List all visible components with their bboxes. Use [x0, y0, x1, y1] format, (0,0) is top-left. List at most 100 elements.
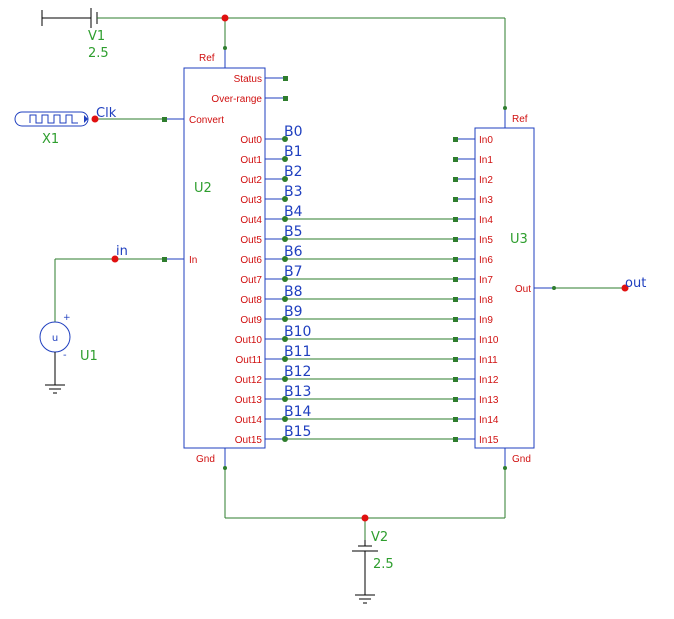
u2-out-pin-label: Out9 — [240, 315, 262, 326]
u3-in-pin-label: In8 — [479, 295, 493, 306]
u2-out-pin-label: Out13 — [235, 395, 263, 406]
u2-gnd-label: Gnd — [196, 454, 215, 465]
u3-in-pin-label: In14 — [479, 415, 499, 426]
ref-node-u2 — [223, 46, 227, 50]
bus-label: B8 — [284, 284, 303, 300]
out-node — [621, 284, 629, 292]
in-pin-node — [162, 257, 167, 262]
u2-out-pin-label: Out5 — [240, 235, 262, 246]
u3-in-pin-label: In10 — [479, 335, 499, 346]
u2-convert-label: Convert — [189, 115, 224, 126]
overrange-pin-end — [283, 96, 288, 101]
bus-label: B10 — [284, 324, 311, 340]
u2-out-pin-label: Out4 — [240, 215, 262, 226]
ref-node-u3 — [503, 106, 507, 110]
u2-out-pin-label: Out2 — [240, 175, 262, 186]
out-pin-node — [552, 286, 556, 290]
bus-node — [282, 196, 288, 202]
u2-status-label: Status — [234, 74, 262, 85]
source-u1[interactable]: u + - — [39, 313, 71, 394]
clk-net-label: Clk — [96, 106, 117, 121]
v1-label: V1 — [88, 29, 105, 44]
svg-text:-: - — [63, 350, 67, 361]
bus-label: B6 — [284, 244, 303, 260]
u3-gnd-label: Gnd — [512, 454, 531, 465]
u3-in-pin-node — [453, 417, 458, 422]
status-pin-end — [283, 76, 288, 81]
ref-node — [221, 14, 229, 22]
u3-in-pin-node — [453, 237, 458, 242]
u3-in-pin-node — [453, 257, 458, 262]
u2-out-pin-label: Out1 — [240, 155, 262, 166]
u3-in-pin-node — [453, 317, 458, 322]
bus-label: B0 — [284, 124, 303, 140]
bus-label: B7 — [284, 264, 303, 280]
u2-ref-label: Ref — [199, 53, 215, 64]
gnd-node — [361, 514, 369, 522]
u3-in-pin-node — [453, 437, 458, 442]
u3-in-pin-node — [453, 177, 458, 182]
in-node — [111, 255, 119, 263]
u3-in-pin-label: In13 — [479, 395, 499, 406]
u2-out-pin-label: Out0 — [240, 135, 262, 146]
u3-input-pins: In0In1In2In3In4In5In6In7In8In9In10In11In… — [285, 135, 499, 446]
clock-source-x1[interactable] — [14, 111, 89, 127]
u3-in-pin-label: In5 — [479, 235, 493, 246]
x1-label: X1 — [42, 132, 59, 147]
u2-label: U2 — [194, 181, 212, 196]
u1-label: U1 — [80, 349, 98, 364]
bus-label: B15 — [284, 424, 311, 440]
bus-label: B14 — [284, 404, 312, 420]
u2-out-pin-label: Out11 — [236, 355, 263, 366]
wire-v1-ref — [124, 17, 506, 108]
u2-out-pin-label: Out15 — [235, 435, 263, 446]
u3-in-pin-label: In6 — [479, 255, 493, 266]
u2-out-pin-label: Out14 — [235, 415, 263, 426]
bus-node — [282, 156, 288, 162]
u3-in-pin-node — [453, 397, 458, 402]
gnd-node-u2 — [223, 466, 227, 470]
u3-in-pin-label: In0 — [479, 135, 493, 146]
u2-out-pin-label: Out10 — [235, 335, 263, 346]
v2-label: V2 — [371, 530, 388, 545]
u2-overrange-label: Over-range — [211, 94, 262, 105]
bus-node — [282, 176, 288, 182]
wire-gnd-bus — [224, 468, 506, 540]
u3-out-label: Out — [515, 284, 531, 295]
bus-label: B3 — [284, 184, 303, 200]
u3-in-pin-node — [453, 297, 458, 302]
u2-out-pin-label: Out3 — [240, 195, 262, 206]
bus-label: B4 — [284, 204, 303, 220]
u3-in-pin-label: In15 — [479, 435, 499, 446]
bus-label: B13 — [284, 384, 311, 400]
u3-in-pin-node — [453, 337, 458, 342]
convert-pin-node — [162, 117, 167, 122]
u3-in-pin-label: In4 — [479, 215, 493, 226]
v2-value: 2.5 — [373, 557, 394, 572]
u2-out-pin-label: Out6 — [240, 255, 262, 266]
u3-in-pin-node — [453, 377, 458, 382]
u3-label: U3 — [510, 232, 528, 247]
u3-in-pin-label: In9 — [479, 315, 493, 326]
u2-out-pin-label: Out7 — [240, 275, 262, 286]
u3-in-pin-node — [453, 197, 458, 202]
u3-in-pin-label: In2 — [479, 175, 493, 186]
u3-in-pin-label: In7 — [479, 275, 493, 286]
u3-in-pin-node — [453, 357, 458, 362]
u3-ref-label: Ref — [512, 114, 528, 125]
u3-in-pin-node — [453, 157, 458, 162]
bus-node — [282, 136, 288, 142]
u3-in-pin-label: In3 — [479, 195, 493, 206]
battery-v1[interactable] — [41, 8, 124, 28]
bus-label: B12 — [284, 364, 311, 380]
u3-in-pin-node — [453, 217, 458, 222]
in-net-label: in — [116, 244, 128, 259]
bus-label: B11 — [284, 344, 311, 360]
battery-v2[interactable] — [352, 540, 378, 604]
u3-in-pin-label: In12 — [479, 375, 499, 386]
u2-in-label: In — [189, 255, 197, 266]
u3-in-pin-label: In11 — [479, 355, 498, 366]
u2-out-pin-label: Out8 — [240, 295, 262, 306]
svg-text:+: + — [63, 313, 71, 323]
